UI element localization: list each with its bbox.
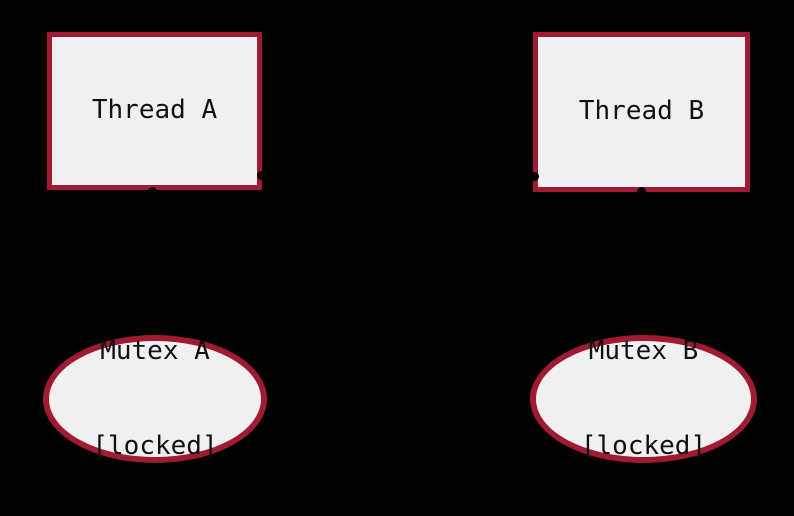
- node-mutex-a: Mutex A [locked]: [43, 335, 267, 463]
- edge-arrowhead-tip-thread-a-bottom: [148, 187, 157, 196]
- node-mutex-a-label-line2: [locked]: [92, 430, 218, 461]
- node-mutex-a-label-line1: Mutex A: [100, 335, 210, 366]
- edge-arrowhead-tip-thread-a-right: [257, 171, 266, 180]
- edge-arrowhead-tip-thread-b-left: [530, 172, 539, 181]
- edge-arrowhead-tip-thread-b-bottom: [637, 187, 646, 196]
- node-mutex-b: Mutex B [locked]: [530, 335, 757, 463]
- node-thread-b: Thread B: [533, 32, 750, 192]
- node-thread-a-label: Thread A: [91, 95, 218, 126]
- node-mutex-b-label-line1: Mutex B: [588, 335, 699, 366]
- node-mutex-a-label: Mutex A [locked]: [92, 272, 217, 516]
- node-mutex-b-label-line2: [locked]: [580, 430, 707, 461]
- node-thread-a: Thread A: [47, 32, 262, 190]
- node-thread-b-label: Thread B: [578, 96, 705, 127]
- node-mutex-b-label: Mutex B [locked]: [581, 272, 706, 516]
